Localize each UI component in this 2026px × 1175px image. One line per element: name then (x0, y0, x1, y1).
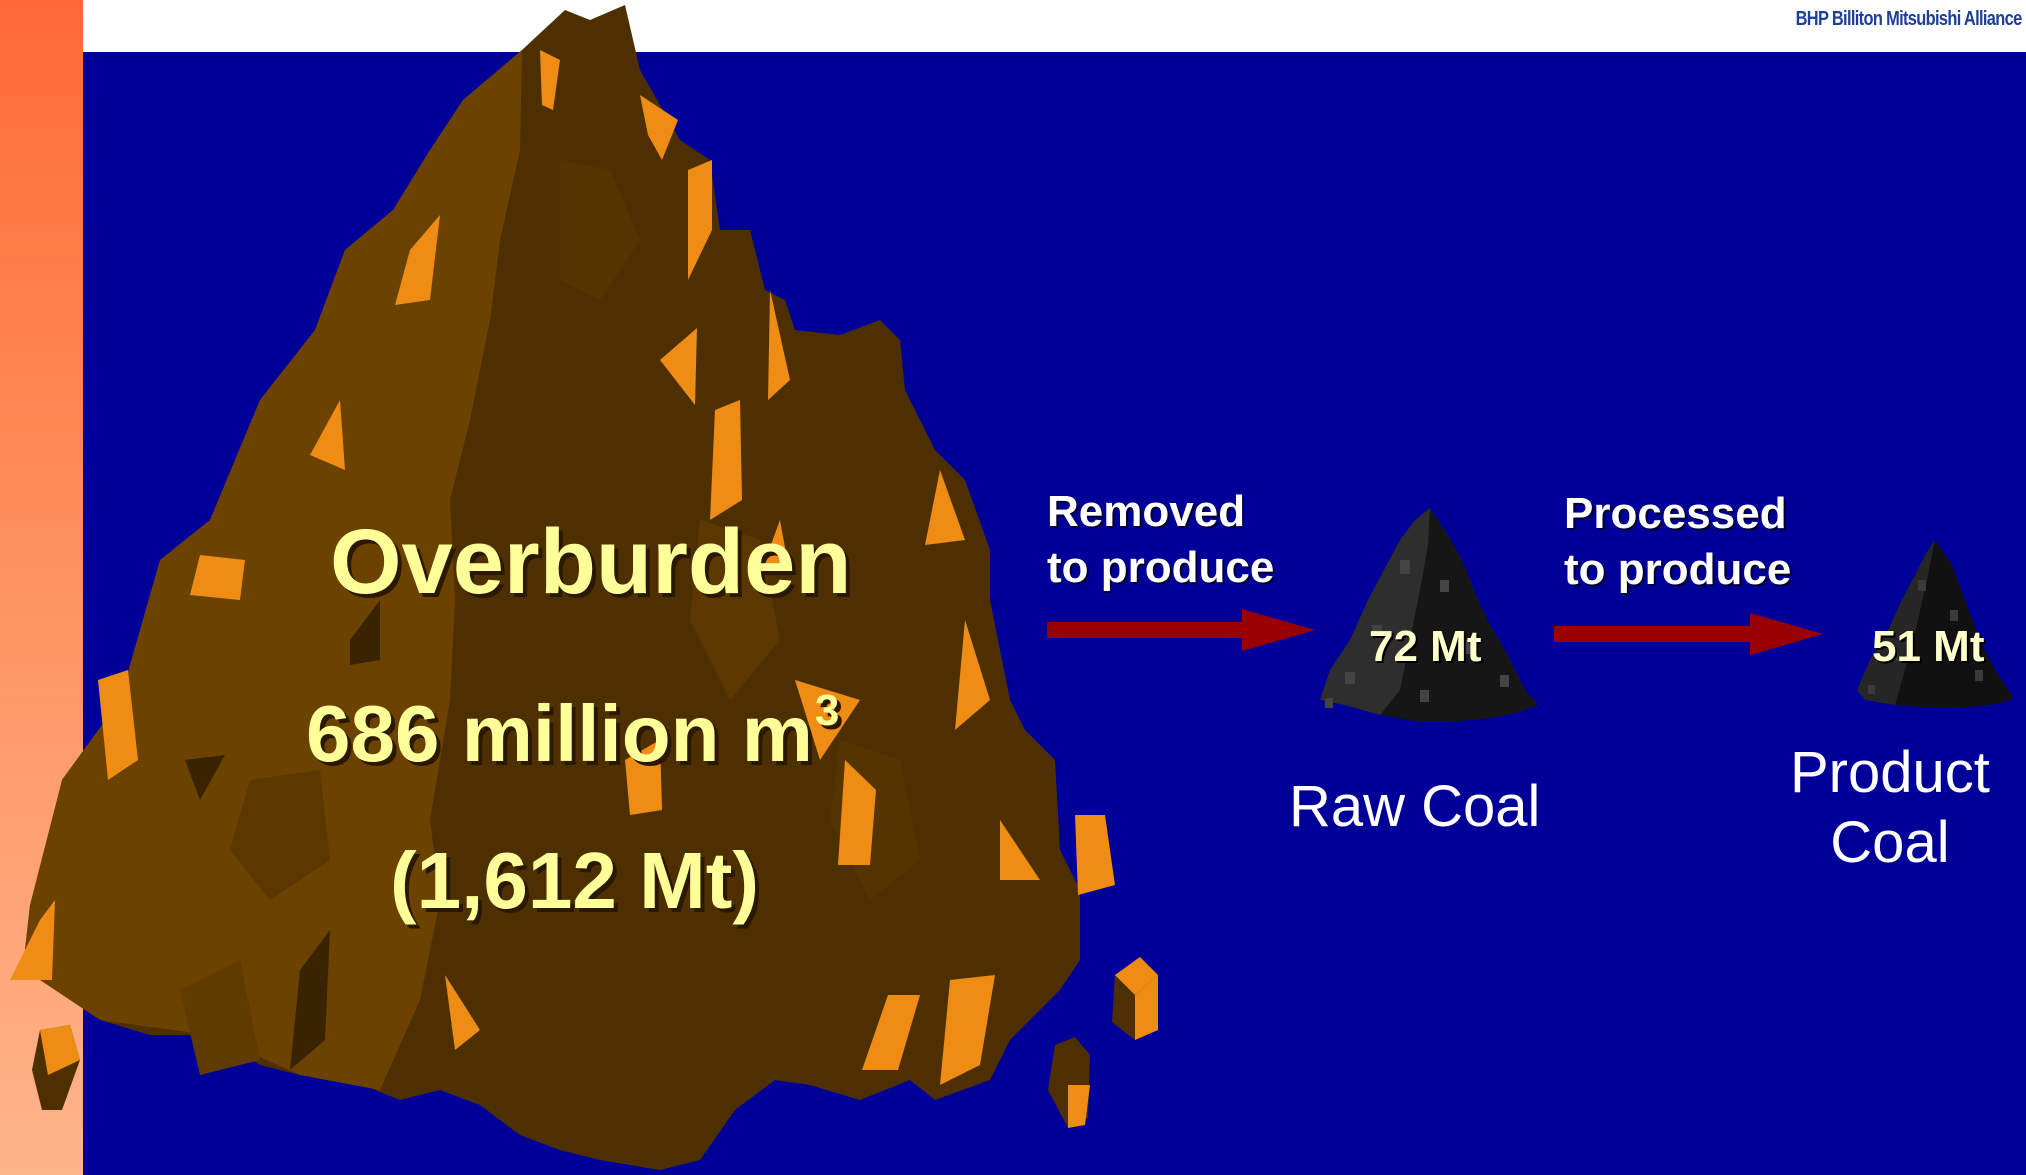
product-coal-caption-line1: Product (1790, 740, 1990, 805)
arrow-removed (1047, 609, 1315, 651)
overburden-volume-superscript: 3 (814, 686, 840, 736)
overburden-title: Overburden (330, 511, 852, 613)
product-coal-caption: Product Coal (1790, 738, 1990, 878)
fallen-rock-right-1 (1112, 957, 1158, 1040)
step-processed-line1: Processed (1564, 489, 1787, 538)
fallen-rock-right-2 (1048, 1037, 1090, 1128)
header-strip: BHP Billiton Mitsubishi Alliance (83, 0, 2026, 52)
overburden-volume: 686 million m3 (306, 686, 840, 780)
product-coal-caption-line2: Coal (1830, 810, 1950, 875)
product-coal-value: 51 Mt (1872, 622, 1985, 671)
overburden-pile (10, 5, 1115, 1170)
step-removed-label: Removed to produce (1047, 484, 1274, 596)
overburden-volume-text: 686 million m (306, 689, 813, 778)
raw-coal-pile (1320, 508, 1538, 722)
fallen-rock-left (32, 1025, 80, 1110)
raw-coal-caption: Raw Coal (1289, 774, 1541, 839)
step-processed-label: Processed to produce (1564, 486, 1791, 598)
overburden-mass: (1,612 Mt) (390, 836, 759, 925)
step-removed-line1: Removed (1047, 487, 1246, 536)
product-coal-pile (1857, 540, 2012, 708)
step-processed-line2: to produce (1564, 545, 1792, 594)
step-removed-line2: to produce (1047, 543, 1275, 592)
brand-logo-text: BHP Billiton Mitsubishi Alliance (1796, 8, 2023, 30)
arrow-processed (1554, 613, 1823, 655)
raw-coal-value: 72 Mt (1369, 622, 1482, 671)
